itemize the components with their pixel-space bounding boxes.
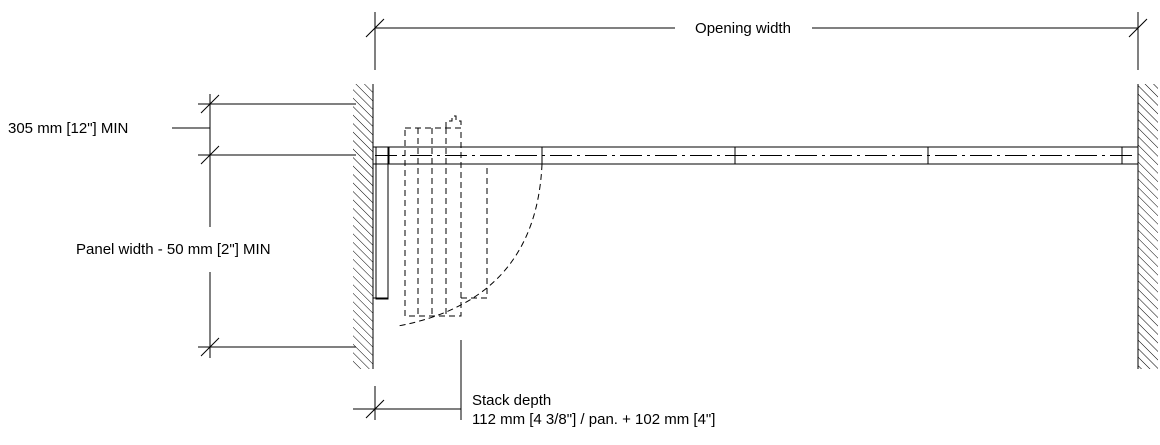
panel-width-label: Panel width - 50 mm [2"] MIN [76,241,271,258]
door-swing-arc [397,163,543,327]
min-offset-label: 305 mm [12"] MIN [8,120,128,137]
stacked-panels [373,115,488,317]
stack-depth-formula: 112 mm [4 3/8"] / pan. + 102 mm [4"] [472,411,715,428]
left-dimensions: 305 mm [12"] MIN Panel width - 50 mm [2"… [8,94,356,358]
stack-depth-dimension: Stack depth 112 mm [4 3/8"] / pan. + 102… [353,340,715,428]
left-wall [353,84,374,369]
stack-depth-label: Stack depth [472,392,551,409]
right-wall [1137,84,1158,369]
track [372,146,1139,165]
opening-width-label: Opening width [695,20,791,37]
opening-width-dimension: Opening width [365,12,1148,70]
